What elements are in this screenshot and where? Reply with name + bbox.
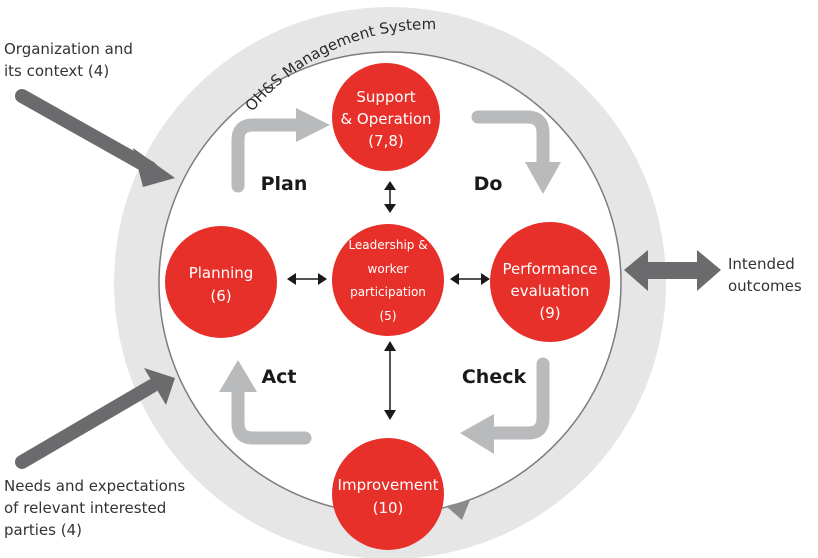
node-planning-line-1: Planning [189,264,254,282]
check-flow-arrow-icon [485,357,550,440]
external-needs-line-3: parties (4) [4,521,82,539]
node-leadership-line-3: participation [350,285,426,299]
act-flow-arrowhead-icon [219,360,257,392]
external-needs-line-1: Needs and expectations [4,477,185,495]
needs-arrowhead-icon [144,368,175,405]
node-performance-line-3: (9) [539,304,560,322]
node-planning: Planning (6) [165,226,277,338]
phase-act-label: Act [261,366,296,388]
node-support: Support & Operation (7,8) [332,63,440,171]
node-leadership-line-2: worker [368,262,409,276]
connector-support-leadership-icon [384,181,396,213]
node-improvement-line-1: Improvement [338,476,439,494]
connector-leadership-performance-icon [450,273,490,285]
outcomes-double-arrow-icon [624,250,721,291]
organization-arrowhead-icon [133,148,175,187]
external-outcomes-line-2: outcomes [728,277,802,295]
phase-plan-label: Plan [261,173,308,195]
node-leadership: Leadership & worker participation (5) [332,224,444,336]
plan-flow-arrow-icon [231,118,305,193]
check-flow-arrowhead-icon [460,414,494,454]
external-needs-line-2: of relevant interested [4,499,166,517]
organization-arrow-shaft-icon [15,89,157,175]
do-flow-arrowhead-icon [525,162,561,194]
node-leadership-line-4: (5) [380,309,397,323]
connector-leadership-improvement-icon [384,341,396,420]
node-leadership-line-1: Leadership & [348,238,427,252]
external-organization-line-1: Organization and [4,40,133,58]
needs-arrow-shaft-icon [15,379,159,469]
connector-planning-leadership-icon [287,273,327,285]
node-performance-line-1: Performance [502,260,597,278]
node-support-line-3: (7,8) [368,132,404,150]
node-planning-line-2: (6) [210,287,231,305]
external-outcomes-line-1: Intended [728,255,795,273]
plan-flow-arrowhead-icon [296,108,330,142]
node-performance-line-2: evaluation [511,282,590,300]
node-performance: Performance evaluation (9) [490,222,610,342]
act-flow-arrow-icon [231,383,312,445]
node-improvement: Improvement (10) [332,438,444,550]
do-flow-arrow-icon [471,110,550,173]
ring-arrowhead-icon [446,500,470,520]
node-support-line-2: & Operation [340,110,431,128]
node-improvement-line-2: (10) [373,499,404,517]
node-support-line-1: Support [356,88,415,106]
phase-do-label: Do [474,173,503,195]
phase-check-label: Check [462,366,527,388]
external-organization-line-2: its context (4) [4,62,109,80]
